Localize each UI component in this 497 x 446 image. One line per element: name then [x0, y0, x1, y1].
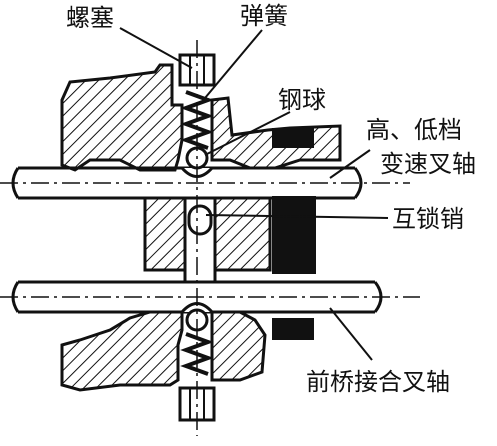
- interlock-pin: [187, 204, 213, 236]
- lower-seal: [272, 318, 314, 340]
- lower-housing: [60, 310, 184, 392]
- leader-upper-shaft: [329, 149, 371, 179]
- lower-right-housing: [210, 310, 267, 382]
- upper-housing: [60, 63, 184, 172]
- middle-right-housing: [213, 196, 272, 272]
- label-front-axle-shaft: 前桥接合叉轴: [306, 368, 450, 396]
- leader-spring: [204, 29, 263, 99]
- leader-interlock-pin: [205, 214, 389, 219]
- label-high-low-shaft-1: 高、低档: [366, 116, 462, 144]
- label-high-low-shaft-2: 变速叉轴: [380, 150, 476, 178]
- label-steel-ball: 钢球: [278, 86, 326, 114]
- middle-seal: [272, 196, 316, 274]
- leader-plug: [119, 27, 193, 69]
- middle-housing: [143, 196, 187, 272]
- label-plug: 螺塞: [66, 4, 114, 32]
- leader-steel-ball: [204, 111, 291, 156]
- leader-lower-shaft: [329, 307, 373, 361]
- label-interlock-pin: 互锁销: [392, 205, 464, 233]
- label-spring: 弹簧: [240, 2, 288, 30]
- upper-seal: [272, 128, 314, 148]
